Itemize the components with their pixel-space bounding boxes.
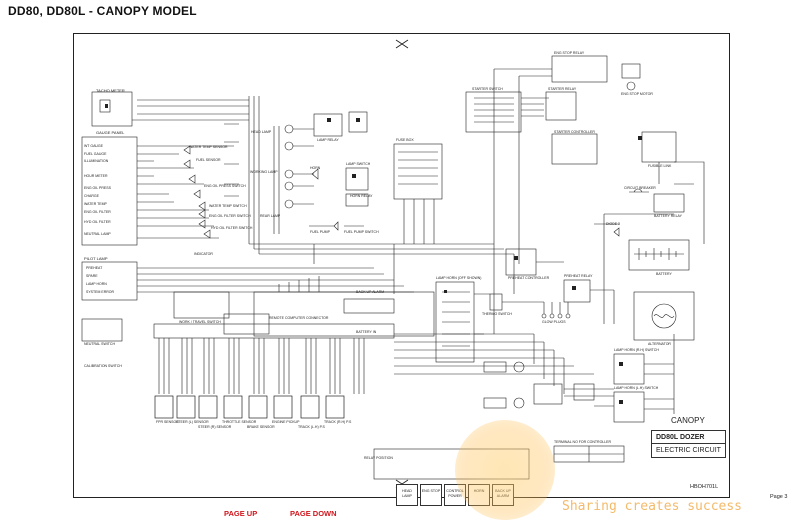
battery-label: BATTERY xyxy=(656,272,672,276)
starter-switch-label: STARTER SWITCH xyxy=(472,87,503,91)
sensor-label: STEER (R) SENSOR xyxy=(198,425,232,429)
sensor-label: FPR SENSOR xyxy=(156,420,179,424)
wiring-diagram xyxy=(81,39,705,489)
page-up-link[interactable]: PAGE UP xyxy=(224,509,258,518)
eng-stop-relay-label: ENG STOP RELAY xyxy=(554,51,585,55)
sensor-label: STEER (L) SENSOR xyxy=(176,420,209,424)
work-travel-switch-label: WORK / TRAVEL SWITCH xyxy=(179,320,221,324)
pilot-lamp-label: PILOT LAMP xyxy=(84,256,108,261)
gauge-item: ENG OIL PRESS xyxy=(84,186,111,190)
eng-stop-motor-label: ENG STOP MOTOR xyxy=(621,92,653,96)
head-lamp-label: HEAD LAMP xyxy=(251,130,272,134)
fuel-sensor-label: FUEL SENSOR xyxy=(196,158,221,162)
glow-plugs-label: GLOW PLUGS xyxy=(542,320,566,324)
sensor-label: THROTTLE SENSOR xyxy=(222,420,257,424)
titleblock-circuit: ELECTRIC CIRCUIT xyxy=(651,444,726,458)
starter-controller-label: STARTER CONTROLLER xyxy=(554,130,595,134)
gauge-item: FUEL GAUGE xyxy=(84,152,107,156)
fuel-pump-label: FUEL PUMP xyxy=(310,230,330,234)
hyd-oil-filter-switch-label: HYD OIL FILTER SWITCH xyxy=(211,226,253,230)
preheat-controller-label: PREHEAT CONTROLLER xyxy=(508,276,550,280)
sensor-label: BRAKE SENSOR xyxy=(247,425,275,429)
sensor-label: ENGINE PICKUP xyxy=(272,420,300,424)
starter-relay-label: STARTER RELAY xyxy=(548,87,577,91)
fuse-box-label: FUSE BOX xyxy=(396,138,414,142)
gauge-item: ILLUMINATION xyxy=(84,159,109,163)
lamp-horn-rh-label: LAMP HORN (R.H) SWITCH xyxy=(614,348,659,352)
eng-oil-filter-switch-label: ENG OIL FILTER SWITCH xyxy=(209,214,251,218)
gauge-item: HOUR METER xyxy=(84,174,108,178)
indicator-label: INDICATOR xyxy=(194,252,213,256)
pilot-item: SPARE xyxy=(86,274,98,278)
preheat-relay-label: PREHEAT RELAY xyxy=(564,274,593,278)
relay-cell: HEAD LAMP xyxy=(396,484,418,506)
water-temp-sensor-label: WATER TEMP SENSOR xyxy=(189,145,228,149)
neutral-switch-label: NEUTRAL SWITCH xyxy=(84,342,115,346)
schematic-sheet: TACHO METER GAUGE PANEL WT GAUGE FUEL GA… xyxy=(73,33,730,506)
pilot-item: LAMP HORN xyxy=(86,282,107,286)
calibration-switch-label: CALIBRATION SWITCH xyxy=(84,364,122,368)
gauge-item: WT GAUGE xyxy=(84,144,103,148)
circuit-breaker-label: CIRCUIT BREAKER xyxy=(624,186,656,190)
gauge-item: WATER TEMP xyxy=(84,202,107,206)
page-down-link[interactable]: PAGE DOWN xyxy=(290,509,337,518)
pilot-item: PREHEAT xyxy=(86,266,103,270)
gauge-panel-label: GAUGE PANEL xyxy=(96,130,125,135)
working-lamp-label: WORKING LAMP xyxy=(250,170,278,174)
terminal-no-label: TERMINAL NO FOR CONTROLLER xyxy=(554,440,612,444)
lamp-horn-label: LAMP HORN (OFF SHOWN) xyxy=(436,276,482,280)
diode-label: DIODE 3 xyxy=(606,222,621,226)
horn-label: HORN xyxy=(310,166,321,170)
relay-cell: ENG STOP xyxy=(420,484,442,506)
back-up-alarm-label: BACK UP ALARM xyxy=(356,290,385,294)
rear-lamp-label: REAR LAMP xyxy=(260,214,281,218)
titleblock-model: DD80L DOZER xyxy=(651,430,726,444)
page-number: Page 3 xyxy=(770,494,788,500)
lamp-switch-label: LAMP SWITCH xyxy=(346,162,371,166)
relay-position-label: RELAY POSITION xyxy=(364,456,393,460)
battery-relay-label: BATTERY RELAY xyxy=(654,214,682,218)
remote-computer-connector-label: REMOTE COMPUTER CONNECTOR xyxy=(269,316,329,320)
gauge-item: NEUTRAL LAMP xyxy=(84,232,111,236)
horn-relay-label: HORN RELAY xyxy=(350,194,373,198)
gauge-item: ENG OIL FILTER xyxy=(84,210,111,214)
alternator-label: ALTERNATOR xyxy=(648,342,671,346)
thermo-switch-label: THERMO SWITCH xyxy=(482,312,512,316)
sensor-label: TRACK (L.H) P.S xyxy=(298,425,325,429)
battery-in-label: BATTERY IN xyxy=(356,330,377,334)
pilot-item: SYSTEM ERROR xyxy=(86,290,115,294)
fuel-pump-switch-label: FUEL PUMP SWITCH xyxy=(344,230,379,234)
page-title: DD80, DD80L - CANOPY MODEL xyxy=(8,4,197,18)
gauge-item: CHARGE xyxy=(84,194,99,198)
eng-oil-press-switch-label: ENG OIL PRESS SWITCH xyxy=(204,184,246,188)
lamp-relay-label: LAMP RELAY xyxy=(317,138,339,142)
lamp-horn-lh-label: LAMP HORN (L.H) SWITCH xyxy=(614,386,659,390)
tacho-meter-label: TACHO METER xyxy=(96,88,125,93)
sensor-label: TRACK (R.H) P.S xyxy=(324,420,352,424)
titleblock-canopy: CANOPY xyxy=(671,416,705,425)
watermark-circle xyxy=(455,420,555,520)
water-temp-switch-label: WATER TEMP SWITCH xyxy=(209,204,247,208)
gauge-item: HYD OIL FILTER xyxy=(84,220,111,224)
watermark-text: Sharing creates success xyxy=(562,499,743,514)
titleblock-code: HBOH701L xyxy=(690,484,719,490)
fusible-link-label: FUSIBLE LINK xyxy=(648,164,672,168)
